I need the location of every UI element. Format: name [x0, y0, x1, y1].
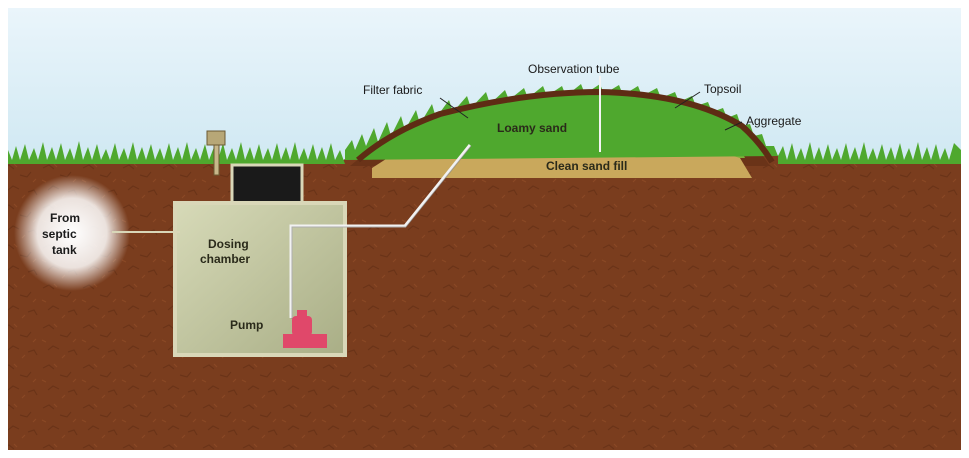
label-clean-sand-fill: Clean sand fill — [546, 159, 627, 173]
label-observation-tube: Observation tube — [528, 62, 620, 76]
topsoil-leader — [674, 91, 701, 109]
vent-cap — [206, 130, 226, 146]
label-from-septic-tank: From septic tank — [42, 211, 83, 257]
label-aggregate: Aggregate — [746, 114, 802, 128]
filter-fabric-leader — [439, 97, 469, 119]
label-loamy-sand: Loamy sand — [497, 121, 567, 135]
label-filter-fabric: Filter fabric — [363, 83, 422, 97]
pressure-pipe — [289, 144, 472, 318]
pump — [292, 316, 312, 336]
aggregate-leader — [724, 121, 743, 131]
pump-base — [283, 334, 327, 348]
label-dosing-chamber: Dosing chamber — [200, 237, 252, 266]
label-pump: Pump — [230, 318, 263, 332]
grass-right — [778, 142, 961, 164]
septic-label-glow — [14, 175, 130, 291]
vent-pipe — [213, 140, 220, 176]
dosing-chamber — [173, 201, 347, 357]
label-topsoil: Topsoil — [704, 82, 741, 96]
grass-left — [8, 141, 345, 164]
chamber-riser — [230, 163, 304, 205]
grass-mound — [345, 84, 778, 160]
